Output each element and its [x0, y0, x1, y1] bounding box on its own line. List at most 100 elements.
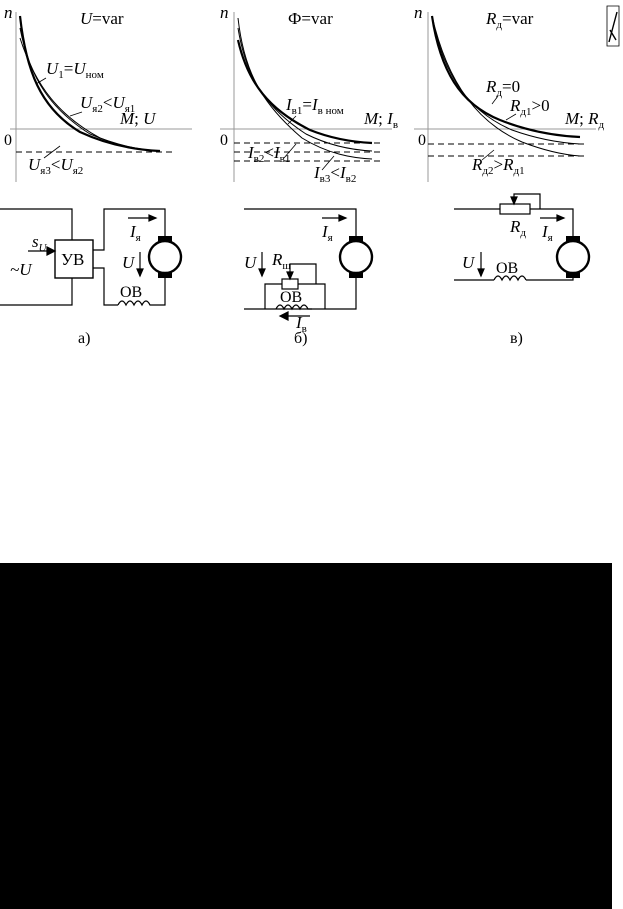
- panel-b-label-c1: Iв1=Iв ном: [285, 95, 344, 117]
- panel-b-shunt-left: [264, 283, 282, 309]
- panel-b-Iv-arrowhead: [278, 311, 289, 321]
- panel-a-uv-label: УВ: [61, 250, 84, 269]
- panel-c-ov-winding: [493, 275, 527, 282]
- panel-a-leader-c3: [43, 145, 61, 159]
- panel-b-circuit-labels: Iя U Rш ОВ Iв б): [244, 222, 333, 347]
- panel-a-wire-source-top: [0, 208, 73, 240]
- panel-b-leader-c1: [287, 115, 297, 125]
- panel-c-ov-label: ОВ: [496, 260, 518, 277]
- panel-c-wire-bottom-right: [526, 278, 574, 281]
- panel-c-curve-3: [431, 15, 581, 157]
- panel-c-axis-n: n: [414, 3, 423, 22]
- panel-b-Iv-label: Iв: [295, 313, 307, 335]
- panel-c-logo-mark-inner: [608, 11, 618, 43]
- panel-b-leader-c2: [283, 143, 297, 159]
- panel-b-label-c3: Iв3<Iв2: [313, 163, 356, 185]
- panel-a-chart-labels: n U=var 0 M; U U1=Uном Uя2<Uя1 Uя3<Uя2: [4, 3, 157, 177]
- panel-a-curve-1: [18, 15, 161, 153]
- panel-a-ov-label: ОВ: [120, 284, 142, 301]
- panel-a-axis-n: n: [4, 3, 13, 22]
- panel-c-U-label: U: [462, 253, 476, 272]
- panel-b-curve-1: [236, 39, 373, 145]
- panel-b-rsh-slider-arrow: [286, 271, 294, 281]
- panel-c-circuit: [454, 193, 574, 282]
- panel-b-Ia-label: Iя: [321, 222, 333, 244]
- panel-a-ov-winding: [117, 300, 152, 307]
- panel-b-chart: [220, 12, 392, 182]
- panel-b-axis-n: n: [220, 3, 229, 22]
- panel-c-rd-resistor: [499, 203, 531, 215]
- panel-b-rsh-slider: [289, 263, 317, 284]
- panel-c-U-arrowhead: [477, 268, 485, 278]
- panel-a-motor: [147, 236, 183, 278]
- panel-c-motor-brush-bottom: [566, 272, 580, 278]
- panel-b-curve-3: [237, 17, 373, 160]
- panel-a-label-c3: Uя3<Uя2: [28, 155, 83, 177]
- panel-c-wire-top-right: [530, 208, 574, 236]
- panel-a-axis-h: M; U: [119, 109, 157, 128]
- panel-a-wire-source-bottom: [0, 278, 73, 306]
- panel-c-label-c1: Rд=0: [485, 77, 520, 99]
- panel-b-U-arrowhead: [258, 268, 266, 278]
- panel-a-wire-uv-bottom: [93, 267, 118, 306]
- panel-b-leader-c3: [321, 155, 335, 171]
- panel-a-wire-uv-top: [93, 208, 166, 251]
- panel-b-rsh-label: Rш: [271, 250, 291, 272]
- panel-c-rd-slider: [513, 193, 541, 209]
- panel-a-curve-3: [19, 37, 161, 152]
- panel-c-logo-mark: [606, 5, 620, 47]
- panel-b-motor: [338, 236, 374, 278]
- panel-c-motor-brush-top: [566, 236, 580, 242]
- panel-c-rd-label: Rд: [509, 217, 526, 239]
- panel-a-U-arrowhead: [136, 268, 144, 278]
- panel-a-U-label: U: [122, 253, 136, 272]
- panel-a-Ia-arrowhead: [148, 214, 158, 222]
- panel-c-label-c3: Rд2>Rд1: [471, 155, 525, 177]
- panel-b-motor-armature: [338, 239, 374, 275]
- panel-b-title: Ф=var: [288, 9, 333, 28]
- panel-a-ac-label: ~U: [10, 260, 33, 279]
- panel-a-leader-c2: [69, 111, 83, 117]
- panel-b-motor-brush-bottom: [349, 272, 363, 278]
- panel-c-zero: 0: [418, 132, 426, 149]
- panel-c-title: Rд=var: [485, 9, 534, 31]
- panel-a-label-c2: Uя2<Uя1: [80, 93, 135, 115]
- panel-b-wire-bottom: [244, 278, 357, 310]
- panel-a-chart: [10, 12, 192, 182]
- panel-b-axis-h: M; Iв: [363, 109, 398, 131]
- panel-b-wire-top: [244, 208, 357, 236]
- panel-a-title: U=var: [80, 9, 124, 28]
- panel-b-ov-label: ОВ: [280, 289, 302, 306]
- panel-b-motor-brush-top: [349, 236, 363, 242]
- panel-b-shunt-right: [298, 283, 326, 309]
- panel-c-axis-h: M; Rд: [564, 109, 605, 131]
- panel-b-zero: 0: [220, 132, 228, 149]
- panel-c-leader-c2: [505, 113, 517, 121]
- panel-a-wire-motor-bottom: [152, 278, 166, 306]
- panel-c-motor-armature: [555, 239, 591, 275]
- panel-a-motor-brush-bottom: [158, 272, 172, 278]
- panel-c-caption: в): [510, 330, 523, 347]
- panel-a-caption: а): [78, 330, 90, 347]
- panel-a-motor-armature: [147, 239, 183, 275]
- panel-a-circuit: [0, 208, 166, 307]
- panel-a-label-c1: U1=Uном: [46, 59, 104, 81]
- panel-a-sU-arrowhead: [46, 246, 57, 256]
- panel-c-leader-c3: [481, 149, 495, 161]
- panel-b-curve-2: [237, 27, 373, 152]
- panel-b-U-label: U: [244, 253, 258, 272]
- panel-b-chart-labels: n Ф=var 0 M; Iв Iв1=Iв ном Iв2<Iв1 Iв3<I…: [220, 3, 398, 185]
- panel-a-circuit-labels: sU УВ ~U Iя U ОВ а): [10, 222, 142, 347]
- panel-b-circuit: [244, 208, 357, 321]
- panel-a-zero: 0: [4, 132, 12, 149]
- panel-c-curve-2: [431, 15, 581, 145]
- panel-c-circuit-labels: Rд Iя U ОВ в): [462, 217, 553, 347]
- panel-c-chart-labels: n Rд=var 0 M; Rд Rд=0 Rд1>0 Rд2>Rд1: [414, 3, 605, 177]
- panel-b-Ia-arrowhead: [338, 214, 348, 222]
- panel-a-Ia-label: Iя: [129, 222, 141, 244]
- panel-c-leader-c1: [491, 95, 499, 105]
- panel-c-chart: [414, 5, 620, 182]
- panel-c-label-c2: Rд1>0: [509, 96, 550, 118]
- panel-a-sU-label: sU: [32, 232, 48, 254]
